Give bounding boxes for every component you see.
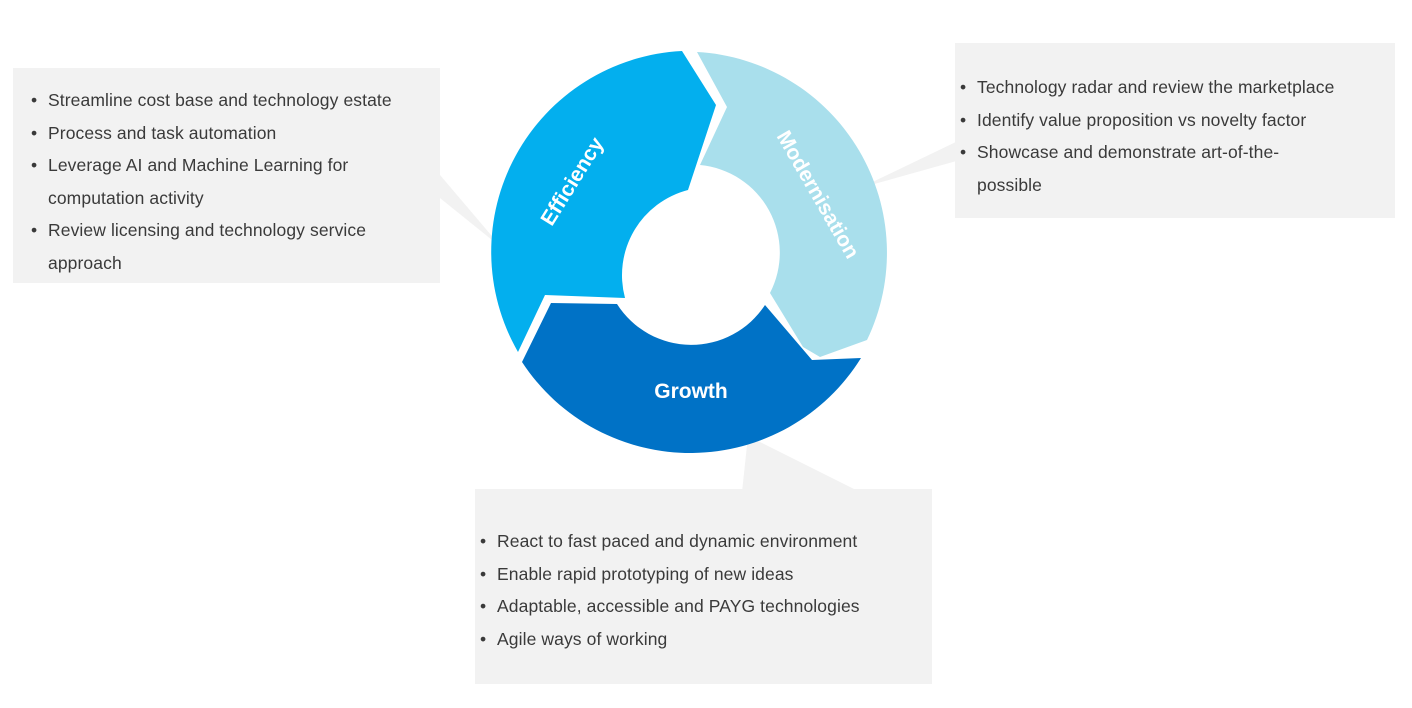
efficiency-callout-pointer — [430, 175, 502, 248]
growth-item: Agile ways of working — [475, 623, 932, 656]
growth-callout: React to fast paced and dynamic environm… — [475, 489, 932, 684]
modernisation-segment[interactable] — [697, 52, 887, 357]
modernisation-callout-pointer — [860, 140, 960, 188]
growth-item: Enable rapid prototyping of new ideas — [475, 558, 932, 591]
modernisation-item: Technology radar and review the marketpl… — [955, 71, 1395, 104]
growth-item: React to fast paced and dynamic environm… — [475, 525, 932, 558]
growth-segment[interactable] — [522, 303, 861, 453]
growth-list: React to fast paced and dynamic environm… — [475, 525, 932, 655]
efficiency-item: Leverage AI and Machine Learning for com… — [26, 149, 418, 214]
efficiency-list: Streamline cost base and technology esta… — [26, 84, 440, 279]
modernisation-item: Identify value proposition vs novelty fa… — [955, 104, 1395, 137]
efficiency-item: Process and task automation — [26, 117, 440, 150]
efficiency-item: Streamline cost base and technology esta… — [26, 84, 440, 117]
modernisation-callout: Technology radar and review the marketpl… — [955, 43, 1395, 218]
efficiency-segment[interactable] — [491, 51, 716, 352]
modernisation-item: Showcase and demonstrate art-of-the-poss… — [955, 136, 1337, 201]
growth-label: Growth — [654, 380, 728, 403]
efficiency-item: Review licensing and technology service … — [26, 214, 438, 279]
modernisation-list: Technology radar and review the marketpl… — [955, 71, 1395, 201]
growth-callout-pointer — [742, 436, 860, 492]
efficiency-callout: Streamline cost base and technology esta… — [13, 68, 440, 283]
growth-item: Adaptable, accessible and PAYG technolog… — [475, 590, 932, 623]
